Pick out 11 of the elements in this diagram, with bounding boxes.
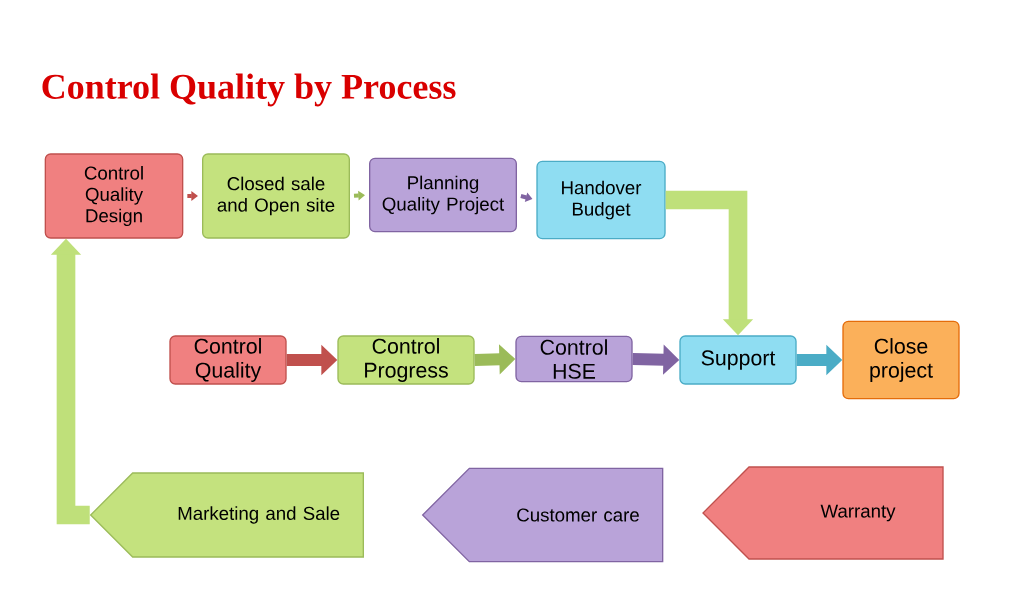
process-box: Control Quality Design	[44, 153, 184, 239]
process-box: Control Progress	[337, 335, 475, 385]
process-box: Close project	[842, 320, 960, 400]
title: Control Quality by Process	[42, 73, 456, 107]
process-box: Planning Quality Project	[369, 157, 517, 233]
process-box: Control HSE	[515, 335, 633, 383]
arrow	[187, 191, 198, 201]
process-box: Closed sale and Open site	[202, 153, 350, 239]
process-box: Handover Budget	[536, 160, 666, 240]
process-box: Support	[679, 335, 797, 385]
process-box: Control Quality	[169, 335, 287, 385]
